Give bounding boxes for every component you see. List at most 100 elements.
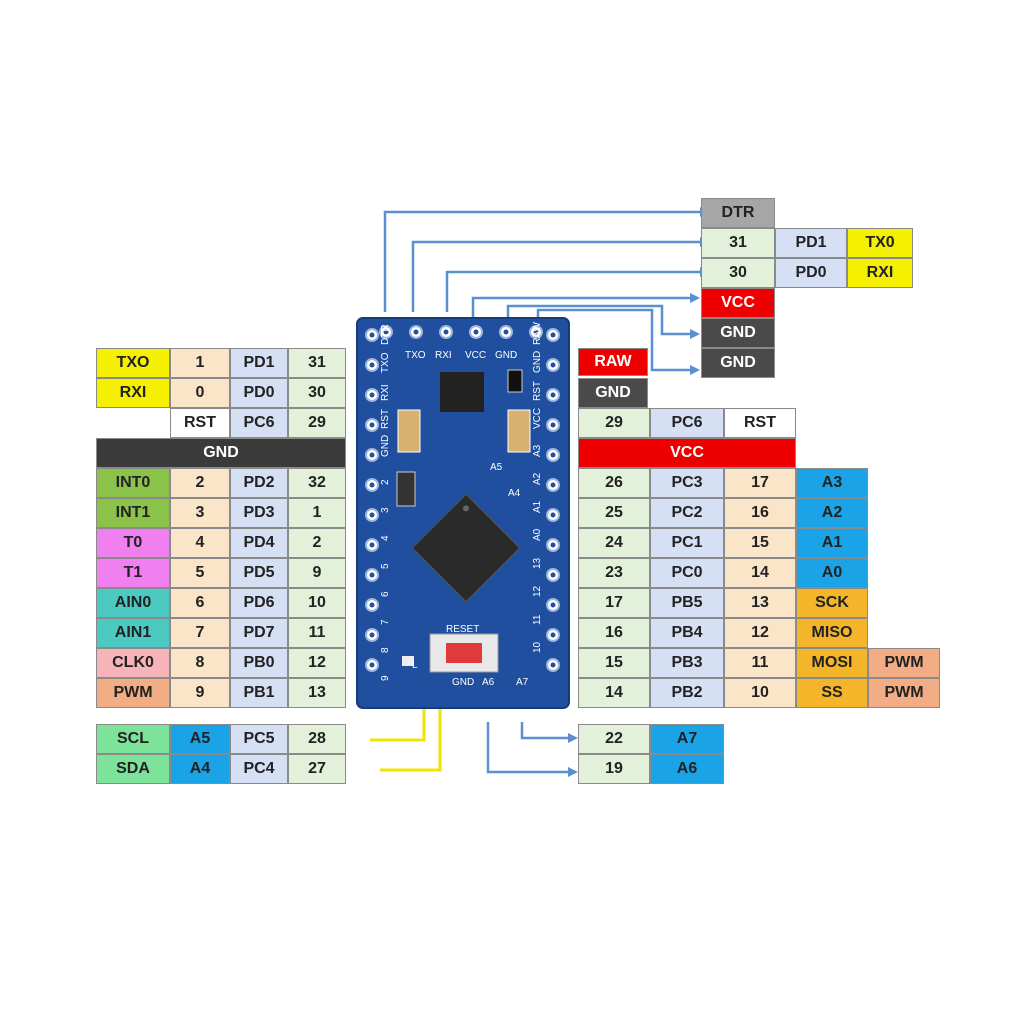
board-left-label-9: 6 <box>380 591 391 597</box>
board-right-label-1: GND <box>532 351 543 373</box>
board-right-label-7: A0 <box>532 528 543 541</box>
right-analog-num-1: 25 <box>578 498 650 528</box>
i2c-port-0: PC5 <box>230 724 288 754</box>
right-spi-pin-2: 11 <box>724 648 796 678</box>
left-port-5: PD7 <box>230 618 288 648</box>
right-analog-label-2: A1 <box>796 528 868 558</box>
top-vcc: VCC <box>701 288 775 318</box>
arrow-a7 <box>568 733 578 743</box>
left-txo-pin: 1 <box>170 348 230 378</box>
top-gnd-2: GND <box>701 348 775 378</box>
left-port-3: PD5 <box>230 558 288 588</box>
left-rxi-func: RXI <box>96 378 170 408</box>
right-spi-num-1: 16 <box>578 618 650 648</box>
i2c-func-1: SDA <box>96 754 170 784</box>
top-txo-func: TX0 <box>847 228 913 258</box>
left-pin-5: 7 <box>170 618 230 648</box>
right-spi-pin-3: 10 <box>724 678 796 708</box>
board-right-label-4: A3 <box>532 444 543 457</box>
right-spi-port-3: PB2 <box>650 678 724 708</box>
i2c-analog-0: A5 <box>170 724 230 754</box>
arrow-gnd1 <box>690 329 700 339</box>
right-analog-pin-2: 15 <box>724 528 796 558</box>
arrow-gnd2 <box>690 365 700 375</box>
right-analog-pin-0: 17 <box>724 468 796 498</box>
right-spi-port-0: PB5 <box>650 588 724 618</box>
left-rxi-port: PD0 <box>230 378 288 408</box>
arrow-vcc <box>690 293 700 303</box>
board-right-label-11: 10 <box>532 641 543 653</box>
top-gnd-1: GND <box>701 318 775 348</box>
left-func-4: AIN0 <box>96 588 170 618</box>
left-func-3: T1 <box>96 558 170 588</box>
left-num-0: 32 <box>288 468 346 498</box>
capacitor-right <box>507 409 531 453</box>
board-right-label-0: RAW <box>532 321 543 345</box>
left-func-2: T0 <box>96 528 170 558</box>
right-analog-num-2: 24 <box>578 528 650 558</box>
regulator-chip <box>440 372 484 412</box>
board-right-label-10: 11 <box>532 614 543 625</box>
left-pin-6: 8 <box>170 648 230 678</box>
right-analog-num-3: 23 <box>578 558 650 588</box>
left-rst-pin: RST <box>170 408 230 438</box>
left-rst-port: PC6 <box>230 408 288 438</box>
board-top-label-1: RXI <box>435 350 452 361</box>
left-pin-0: 2 <box>170 468 230 498</box>
board-left-label-8: 5 <box>380 563 391 569</box>
right-spi-func-0: SCK <box>796 588 868 618</box>
right-analog-label-3: A0 <box>796 558 868 588</box>
wire-dtr <box>383 210 700 312</box>
left-pin-4: 6 <box>170 588 230 618</box>
left-port-6: PB0 <box>230 648 288 678</box>
left-num-1: 1 <box>288 498 346 528</box>
right-rst-port: PC6 <box>650 408 724 438</box>
board-inner-label-4: A7 <box>516 677 529 688</box>
right-spi-port-2: PB3 <box>650 648 724 678</box>
crystal <box>396 471 416 507</box>
reset-button <box>446 643 482 663</box>
board-top-label-2: VCC <box>465 350 486 361</box>
left-num-7: 13 <box>288 678 346 708</box>
board-left-label-12: 9 <box>380 675 391 681</box>
right-analog-port-2: PC1 <box>650 528 724 558</box>
left-func-6: CLK0 <box>96 648 170 678</box>
top-txo-num: 31 <box>701 228 775 258</box>
right-spi-num-0: 17 <box>578 588 650 618</box>
right-spi-pin-1: 12 <box>724 618 796 648</box>
right-spi-num-3: 14 <box>578 678 650 708</box>
resistor-top <box>507 369 523 393</box>
board-left-label-5: 2 <box>380 479 391 485</box>
top-rxi-num: 30 <box>701 258 775 288</box>
wire-rxi <box>445 270 700 312</box>
wire-a6 <box>486 722 568 774</box>
capacitor-left <box>397 409 421 453</box>
board-inner-label-1: A4 <box>508 488 521 499</box>
top-txo-port: PD1 <box>775 228 847 258</box>
left-func-7: PWM <box>96 678 170 708</box>
left-rxi-pin: 0 <box>170 378 230 408</box>
wire-vcc <box>471 296 690 318</box>
i2c-analog-1: A4 <box>170 754 230 784</box>
i2c-num-1: 27 <box>288 754 346 784</box>
right-spi-func-1: MISO <box>796 618 868 648</box>
left-func-0: INT0 <box>96 468 170 498</box>
right-analog-port-0: PC3 <box>650 468 724 498</box>
led <box>402 656 414 666</box>
left-pin-2: 4 <box>170 528 230 558</box>
left-rst-num: 29 <box>288 408 346 438</box>
board-inner-label-3: A6 <box>482 677 495 688</box>
right-pin-header <box>546 328 560 672</box>
board-left-label-11: 8 <box>380 647 391 653</box>
left-func-1: INT1 <box>96 498 170 528</box>
right-gnd: GND <box>578 378 648 408</box>
board-left-label-7: 4 <box>380 535 391 541</box>
board-right-label-9: 12 <box>532 585 543 597</box>
right-rst-num: 29 <box>578 408 650 438</box>
right-spi-func-3: SS <box>796 678 868 708</box>
arrow-a6 <box>568 767 578 777</box>
right-analog-pin-3: 14 <box>724 558 796 588</box>
left-port-2: PD4 <box>230 528 288 558</box>
left-num-4: 10 <box>288 588 346 618</box>
left-port-0: PD2 <box>230 468 288 498</box>
